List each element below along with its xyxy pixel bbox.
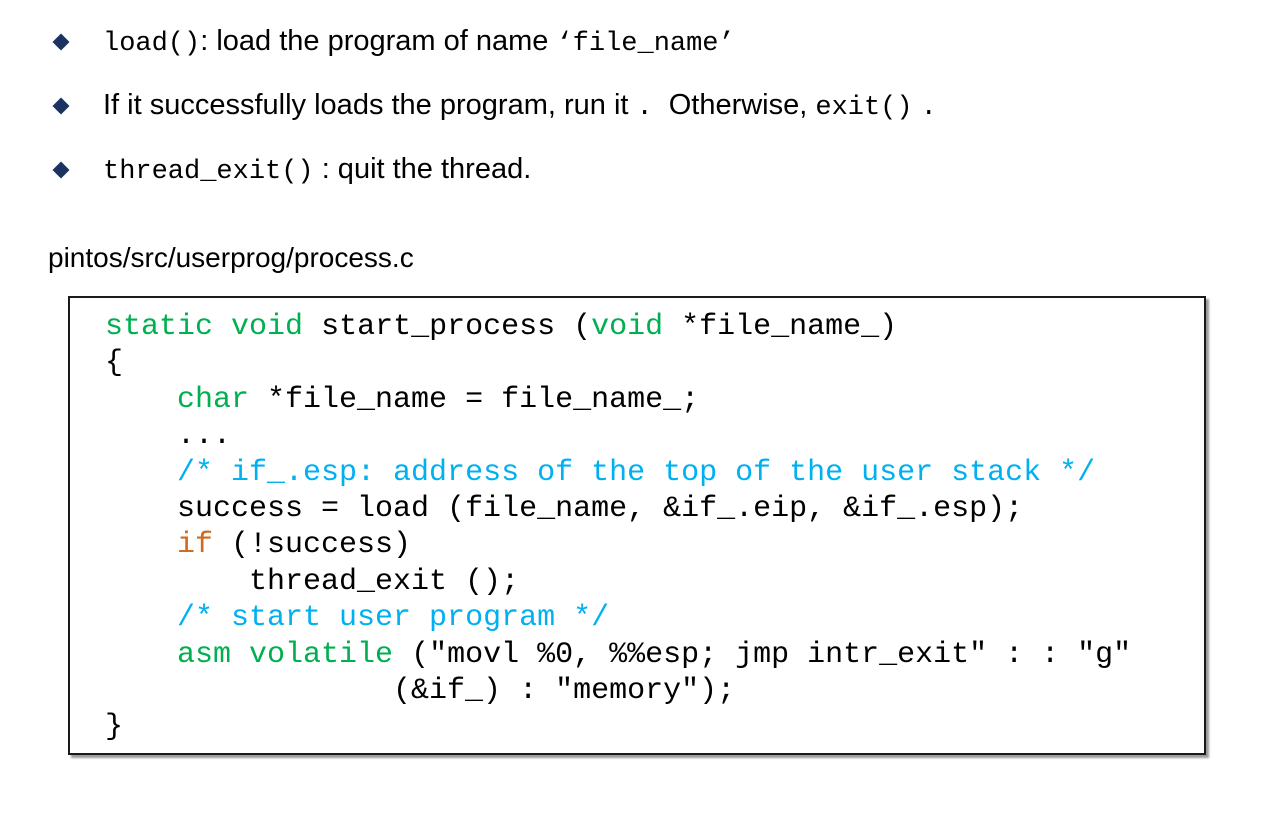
code-line: (&if_) : "memory"); (105, 673, 1204, 709)
code-segment (105, 528, 177, 562)
code-segment: (&if_) : "memory"); (105, 674, 736, 709)
code-segment: asm volatile (177, 637, 394, 672)
diamond-bullet-icon (52, 161, 70, 179)
bullet-list: load(): load the program of name ‘file_n… (0, 0, 1280, 190)
code-block: static void start_process (void *file_na… (105, 309, 1204, 746)
bullet-text-run-or-exit: If it successfully loads the program, ru… (103, 88, 945, 126)
text-segment: Otherwise, (660, 89, 816, 121)
code-segment: *file_name = file_name_; (249, 382, 700, 417)
code-line: if (!success) (105, 527, 1204, 563)
diamond-bullet-icon (52, 33, 70, 51)
code-segment: char (177, 382, 250, 417)
code-segment: void (231, 310, 304, 344)
text-segment: ‘file_name’ (556, 29, 735, 59)
code-segment: { (105, 346, 124, 381)
code-segment: *file_name_) (663, 310, 898, 344)
code-segment: /* start user program */ (177, 601, 610, 636)
code-line: { (105, 345, 1204, 381)
text-segment: : load the program of name (200, 25, 557, 57)
code-line: static void start_process (void *file_na… (105, 309, 1204, 345)
code-box: static void start_process (void *file_na… (68, 296, 1206, 755)
code-segment: void (591, 310, 664, 344)
bullet-item-thread-exit: thread_exit() : quit the thread. (0, 152, 1280, 190)
text-segment: If it successfully loads the program, ru… (103, 89, 629, 121)
text-segment: . (920, 93, 937, 123)
code-segment: ... (105, 419, 232, 454)
text-segment: : quit the thread. (313, 153, 532, 185)
text-segment: . (636, 93, 653, 123)
file-path-label: pintos/src/userprog/process.c (48, 242, 414, 273)
code-line: asm volatile ("movl %0, %%esp; jmp intr_… (105, 637, 1204, 673)
code-segment (105, 456, 177, 490)
code-segment: } (105, 710, 124, 745)
bullet-text-thread-exit: thread_exit() : quit the thread. (103, 152, 531, 190)
bullet-text-load: load(): load the program of name ‘file_n… (103, 24, 735, 62)
code-segment: start_process ( (303, 310, 592, 344)
bullet-item-load: load(): load the program of name ‘file_n… (0, 24, 1280, 62)
code-segment (105, 638, 177, 672)
diamond-bullet-icon (52, 97, 70, 115)
code-segment (105, 383, 177, 417)
code-line: char *file_name = file_name_; (105, 382, 1204, 418)
text-segment: thread_exit() (103, 157, 314, 187)
text-segment: load() (103, 29, 201, 59)
text-segment: exit() (815, 93, 913, 123)
code-segment: if (177, 528, 214, 563)
code-segment: /* if_.esp: address of the top of the us… (177, 455, 1096, 490)
code-line: } (105, 709, 1204, 745)
code-line: thread_exit (); (105, 564, 1204, 600)
code-line: success = load (file_name, &if_.eip, &if… (105, 491, 1204, 527)
code-segment (105, 601, 177, 635)
code-segment (213, 310, 231, 344)
code-segment: thread_exit (); (105, 564, 520, 599)
code-line: ... (105, 418, 1204, 454)
code-segment: success = load (file_name, &if_.eip, &if… (105, 492, 1024, 527)
bullet-item-run-or-exit: If it successfully loads the program, ru… (0, 88, 1280, 126)
code-segment: (!success) (213, 528, 412, 563)
code-segment: static (105, 310, 214, 344)
code-segment: ("movl %0, %%esp; jmp intr_exit" : : "g" (393, 637, 1132, 672)
code-line: /* if_.esp: address of the top of the us… (105, 455, 1204, 491)
slide: load(): load the program of name ‘file_n… (0, 0, 1280, 755)
code-line: /* start user program */ (105, 600, 1204, 636)
